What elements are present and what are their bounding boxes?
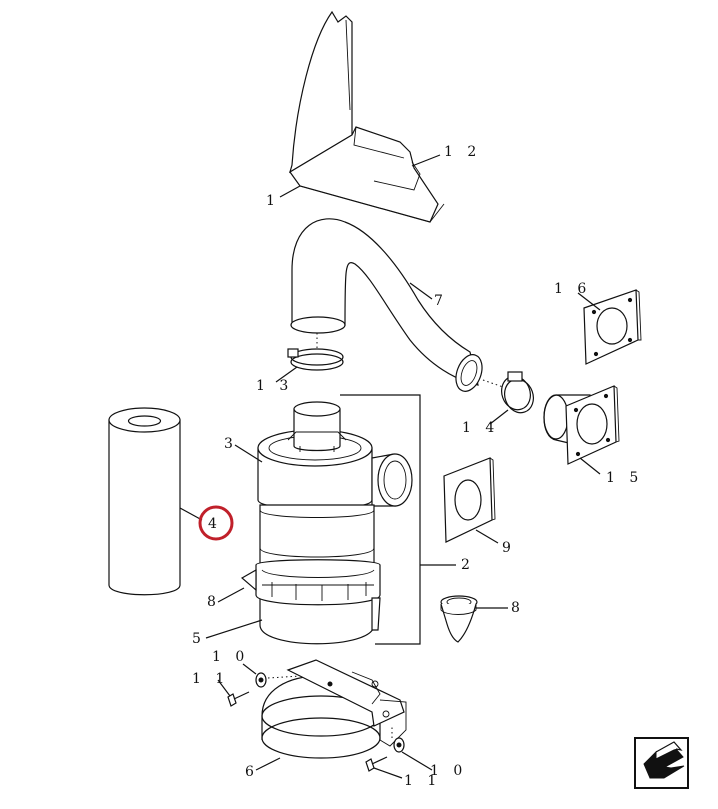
callout-10-upper: 1 0 bbox=[212, 649, 249, 665]
part-14-hose-clamp[interactable] bbox=[482, 371, 538, 417]
leader-lines bbox=[179, 154, 601, 779]
part-5-housing-body[interactable] bbox=[240, 504, 381, 645]
callout-labels: 1 1 2 7 1 6 1 3 1 4 1 5 3 4 9 2 8 8 5 1 … bbox=[192, 144, 643, 789]
part-8-dust-valve[interactable] bbox=[440, 595, 478, 643]
callout-10-lower: 1 0 bbox=[430, 763, 467, 779]
callout-7: 7 bbox=[434, 293, 448, 309]
callout-5: 5 bbox=[192, 631, 206, 647]
assembly-2-bracket bbox=[340, 394, 456, 645]
part-7-intake-tube[interactable] bbox=[290, 218, 487, 395]
callout-3: 3 bbox=[224, 436, 238, 452]
callout-11-lower: 1 1 bbox=[404, 773, 441, 789]
callout-15: 1 5 bbox=[606, 470, 643, 486]
part-9-square-gasket[interactable] bbox=[443, 457, 496, 543]
callout-1: 1 bbox=[266, 193, 280, 209]
callout-8-left: 8 bbox=[207, 594, 221, 610]
part-16-gasket-plate[interactable] bbox=[583, 289, 642, 365]
callout-8-right: 8 bbox=[511, 600, 525, 616]
callout-9: 9 bbox=[502, 540, 516, 556]
callout-12: 1 2 bbox=[444, 144, 481, 160]
part-6-mounting-band[interactable] bbox=[261, 659, 407, 759]
callout-4-highlight-ring bbox=[198, 505, 234, 541]
callout-11-upper: 1 1 bbox=[192, 671, 229, 687]
part-15-inlet-flange[interactable] bbox=[543, 385, 620, 465]
callout-14: 1 4 bbox=[462, 420, 499, 436]
part-10-washer-lower[interactable] bbox=[393, 737, 405, 753]
part-1-deflector-panel[interactable] bbox=[289, 10, 445, 223]
callout-16: 1 6 bbox=[554, 281, 591, 297]
part-13-hose-clamp[interactable] bbox=[287, 333, 344, 371]
part-11-bolt-upper[interactable] bbox=[227, 691, 250, 707]
callout-4: 4 bbox=[208, 516, 222, 532]
callout-2: 2 bbox=[461, 557, 475, 573]
callout-13: 1 3 bbox=[256, 378, 293, 394]
part-4-filter-element[interactable] bbox=[108, 407, 181, 596]
part-3-housing-top[interactable] bbox=[257, 401, 413, 510]
part-10-washer-upper[interactable] bbox=[255, 672, 267, 688]
callout-6: 6 bbox=[245, 764, 259, 780]
back-arrow-icon[interactable] bbox=[634, 737, 689, 789]
